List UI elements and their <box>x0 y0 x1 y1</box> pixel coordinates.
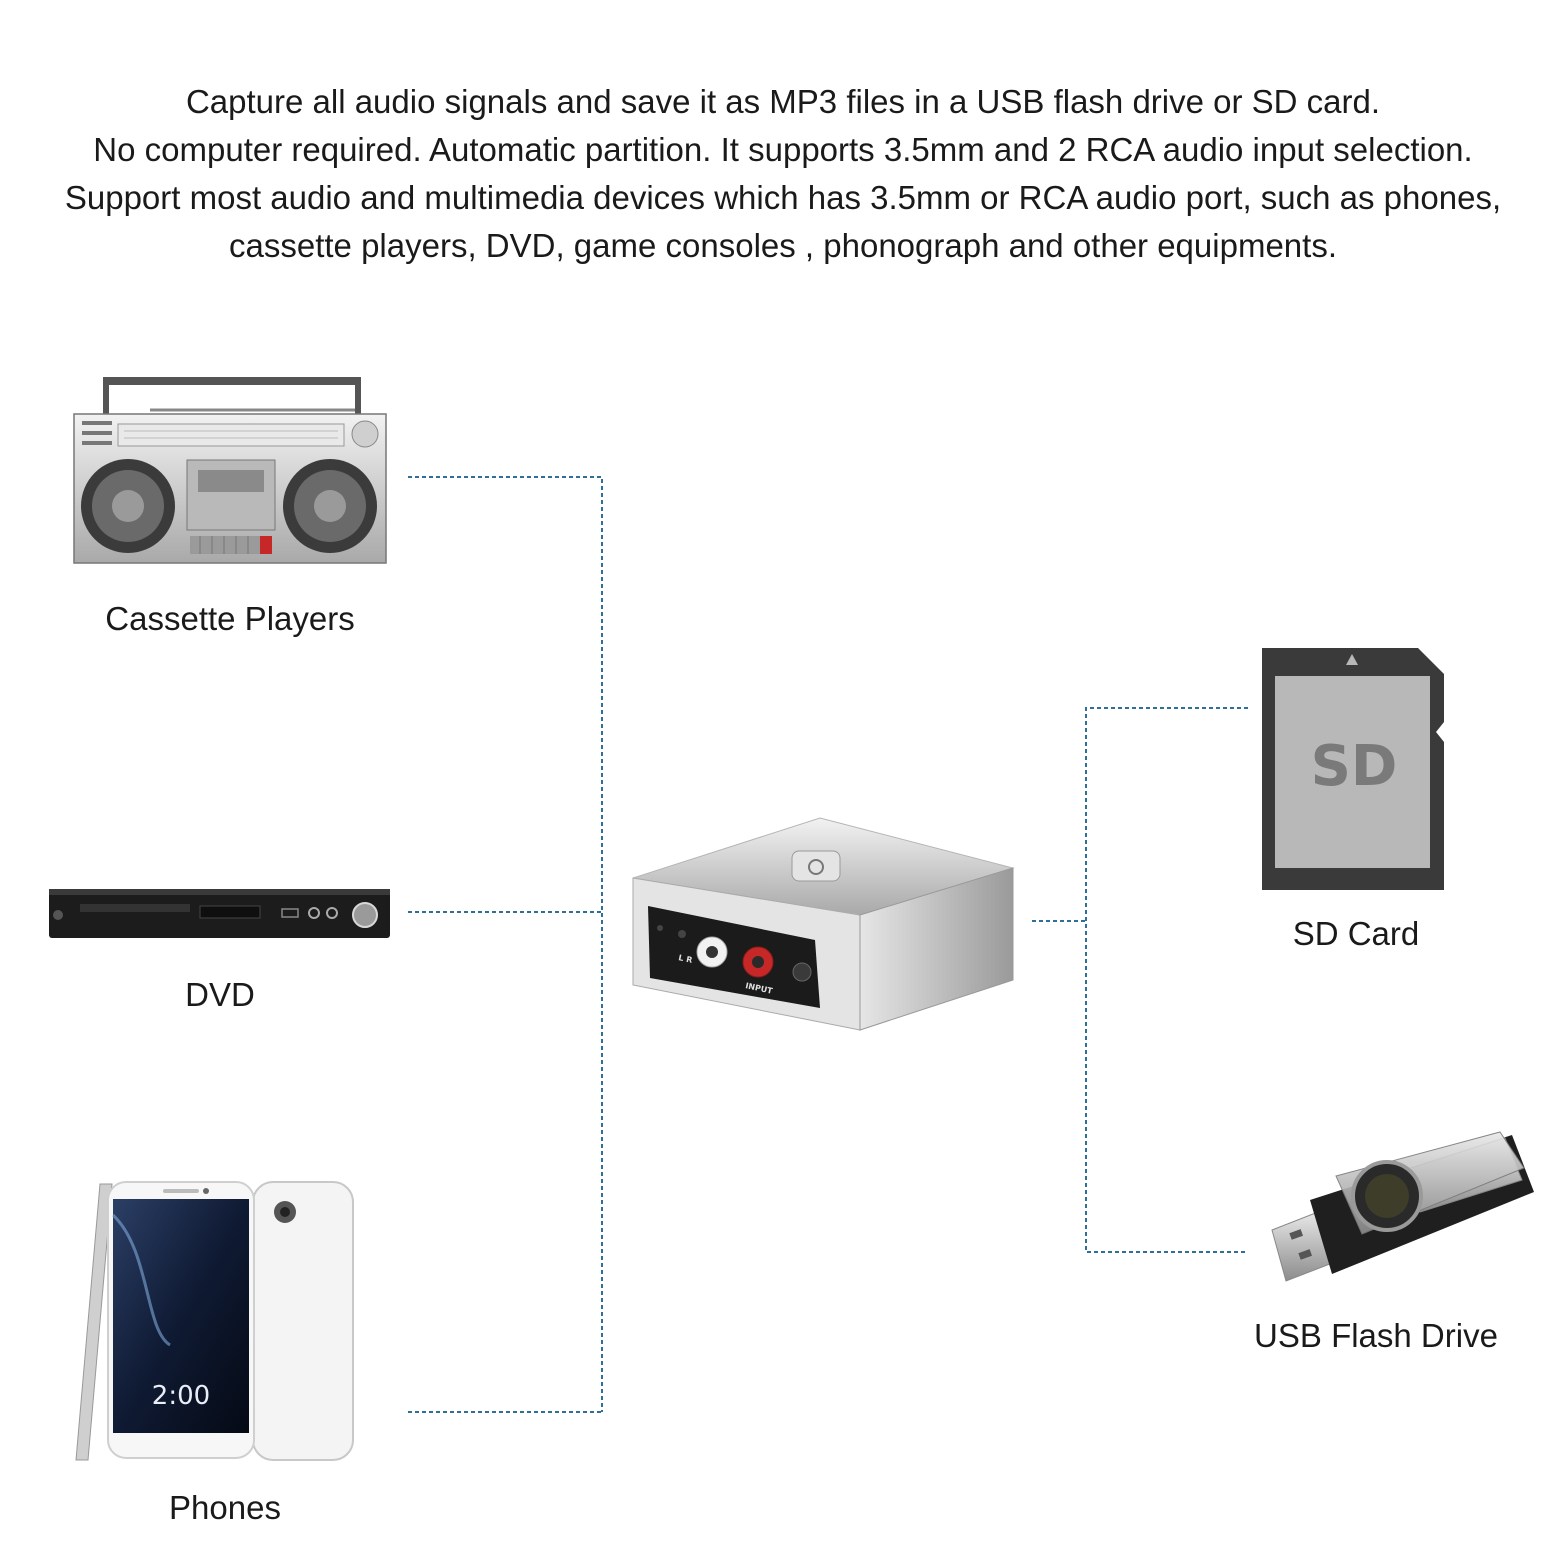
connector-sd-usb <box>1085 707 1248 1253</box>
connector-cassette <box>408 476 603 1412</box>
intro-line-4: cassette players, DVD, game consoles , p… <box>229 227 1337 264</box>
dvd-label: DVD <box>185 976 255 1013</box>
connector-lines <box>408 476 1248 1413</box>
audio-recorder-icon <box>632 817 1015 1031</box>
intro-line-3: Support most audio and multimedia device… <box>64 179 1502 216</box>
cassette-player-icon <box>73 377 387 564</box>
phones-label: Phones <box>169 1489 281 1526</box>
svg-text:2:00: 2:00 <box>152 1381 210 1411</box>
dvd-player-icon <box>49 889 390 938</box>
phone-icon: 2:00 <box>75 1181 354 1461</box>
sd-card-label: SD Card <box>1292 915 1420 952</box>
recorder-channel-label: L R <box>678 953 694 965</box>
intro-text: Capture all audio signals and save it as… <box>0 78 1566 270</box>
sd-card-icon <box>1262 648 1444 890</box>
intro-line-1: Capture all audio signals and save it as… <box>185 83 1381 120</box>
cassette-players-label: Cassette Players <box>105 600 355 637</box>
usb-flash-drive-icon <box>1271 1131 1534 1282</box>
sd-card-logo-text: SD <box>1311 734 1398 799</box>
intro-line-2: No computer required. Automatic partitio… <box>93 131 1473 168</box>
usb-flash-drive-label: USB Flash Drive <box>1254 1317 1498 1354</box>
